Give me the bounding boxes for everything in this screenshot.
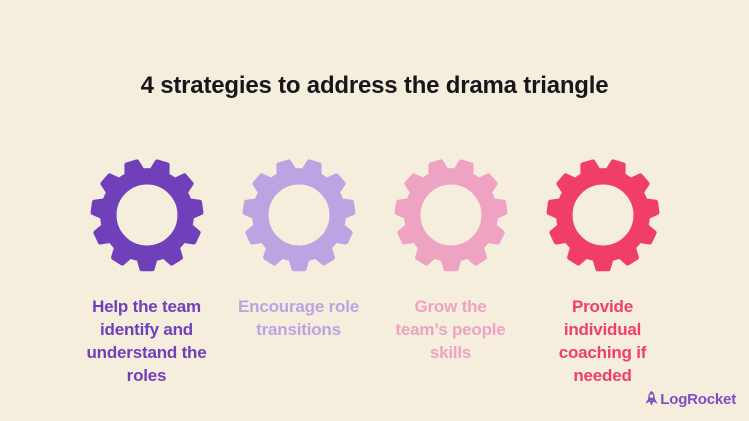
strategies-row: Help the team identify and understand th…	[0, 157, 749, 387]
gear-icon	[393, 157, 509, 273]
gear-icon	[89, 157, 205, 273]
gear-icon	[241, 157, 357, 273]
strategy-label: Provide individual coaching if needed	[558, 297, 647, 385]
strategy-column-3: Grow the team’s people skills	[375, 157, 527, 387]
strategy-column-1: Help the team identify and understand th…	[71, 157, 223, 387]
strategy-label: Grow the team’s people skills	[395, 297, 506, 362]
gear-icon	[545, 157, 661, 273]
strategy-label: Help the team identify and understand th…	[86, 297, 207, 385]
strategy-label: Encourage role transitions	[238, 297, 359, 339]
logrocket-logo: LogRocket	[645, 391, 736, 408]
logrocket-wordmark: LogRocket	[660, 391, 736, 408]
strategy-column-4: Provide individual coaching if needed	[527, 157, 679, 387]
rocket-icon	[645, 391, 658, 406]
strategy-column-2: Encourage role transitions	[223, 157, 375, 387]
page-title: 4 strategies to address the drama triang…	[140, 72, 609, 99]
